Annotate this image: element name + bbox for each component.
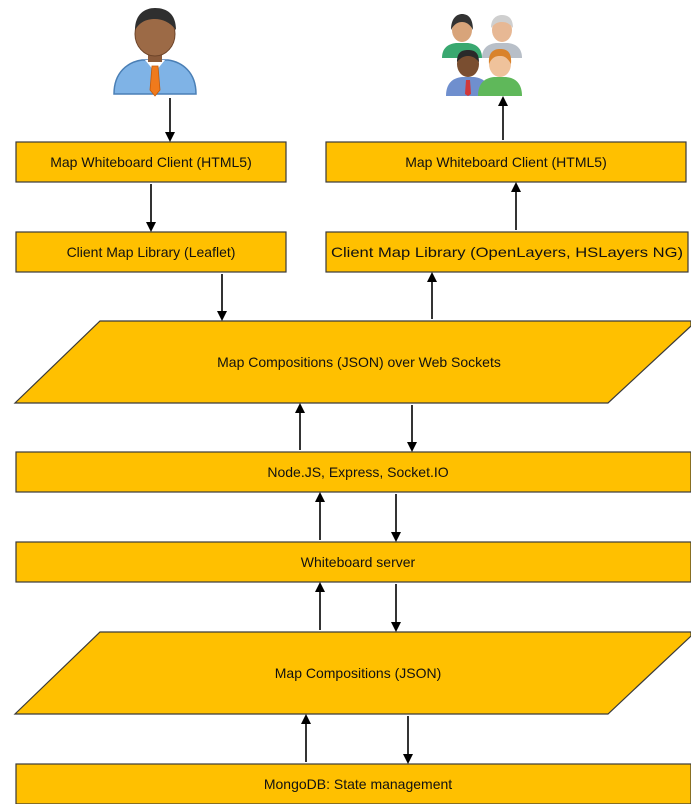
server-box: Whiteboard server — [15, 541, 691, 583]
mongodb-label: MongoDB: State management — [264, 776, 452, 792]
client-right-box: Map Whiteboard Client (HTML5) — [325, 141, 687, 183]
server-label: Whiteboard server — [301, 554, 416, 570]
client-left-label: Map Whiteboard Client (HTML5) — [50, 154, 252, 170]
client-right-label: Map Whiteboard Client (HTML5) — [405, 154, 607, 170]
library-right-label: Client Map Library (OpenLayers, HSLayers… — [331, 244, 683, 260]
library-left-box: Client Map Library (Leaflet) — [15, 231, 287, 273]
websockets-parallelogram: Map Compositions (JSON) over Web Sockets — [13, 320, 691, 404]
library-left-label: Client Map Library (Leaflet) — [67, 244, 236, 260]
node-label: Node.JS, Express, Socket.IO — [267, 464, 448, 480]
user-group-icon — [442, 14, 522, 96]
compositions-label: Map Compositions (JSON) — [275, 665, 442, 681]
node-box: Node.JS, Express, Socket.IO — [15, 451, 691, 493]
websockets-label: Map Compositions (JSON) over Web Sockets — [217, 354, 501, 370]
single-user-icon — [113, 8, 197, 97]
library-right-box: Client Map Library (OpenLayers, HSLayers… — [325, 231, 689, 273]
compositions-parallelogram: Map Compositions (JSON) — [13, 631, 691, 715]
mongodb-box: MongoDB: State management — [15, 763, 691, 804]
client-left-box: Map Whiteboard Client (HTML5) — [15, 141, 287, 183]
